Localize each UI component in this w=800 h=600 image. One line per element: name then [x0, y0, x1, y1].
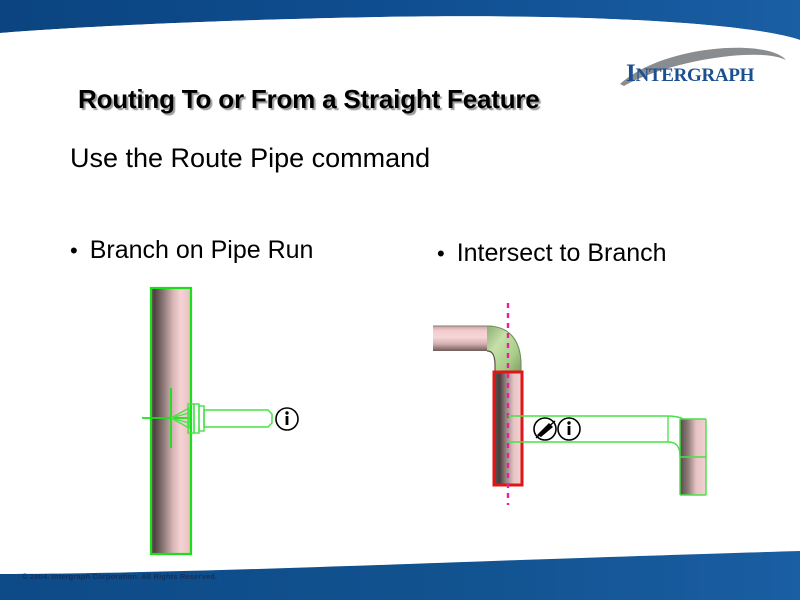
- outlet-elbow-inner-arc: [667, 441, 681, 458]
- logo-wordmark: INTERGRAPH: [626, 61, 754, 86]
- top-band-edge-highlight: [0, 16, 800, 46]
- page-title: Routing To or From a Straight Feature: [78, 84, 540, 114]
- branch-flange-ring-2: [193, 403, 200, 434]
- bullet-marker-icon: •: [70, 238, 78, 263]
- bullet-label: Intersect to Branch: [456, 239, 667, 267]
- branch-pipe-wireframe: [203, 409, 273, 428]
- bullet-item-branch-on-pipe-run: • Branch on Pipe Run: [70, 236, 313, 265]
- right-cad-drawing: [433, 303, 707, 505]
- logo-wordmark-rest: NTERGRAPH: [635, 65, 755, 86]
- top-band-shape: [0, 0, 800, 40]
- info-cursor-icon: [557, 417, 581, 441]
- left-cad-drawing: [142, 286, 299, 556]
- elbow-inner-edge: [486, 350, 496, 373]
- branch-taper-aux2: [170, 417, 190, 424]
- branch-taper-aux1: [170, 412, 190, 419]
- logo-wordmark-initial: I: [626, 60, 636, 87]
- bullet-item-intersect-to-branch: • Intersect to Branch: [437, 239, 667, 268]
- intergraph-logo: INTERGRAPH: [618, 44, 790, 92]
- route-cursor-icon: [533, 417, 557, 441]
- bullet-label: Branch on Pipe Run: [89, 236, 314, 264]
- subheading-text: Use the Route Pipe command: [70, 143, 431, 173]
- branch-on-pipe-run-diagram: [120, 280, 350, 560]
- intersect-to-branch-diagram: [425, 295, 745, 510]
- outlet-pipe-stub-outline: [679, 418, 707, 496]
- info-cursor-icon: [275, 407, 299, 431]
- branch-taper-lines: [169, 406, 190, 430]
- elbow-outer-edge: [486, 325, 522, 373]
- copyright-footer: © 2004. Intergraph Corporation. All Righ…: [22, 572, 218, 581]
- intergraph-swoosh-icon: [620, 47, 786, 86]
- bullet-marker-icon: •: [437, 241, 445, 266]
- horizontal-inlet-pipe-body: [433, 326, 491, 351]
- highlighted-elbow-body: [487, 326, 521, 373]
